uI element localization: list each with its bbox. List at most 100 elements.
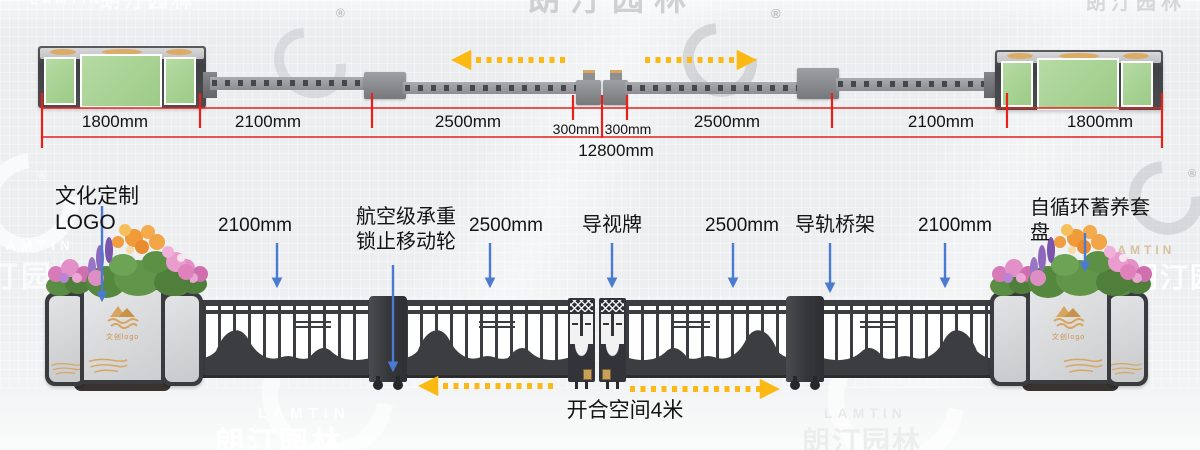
opening-space-label: 开合空间4米	[566, 399, 684, 422]
gate-hook	[572, 323, 578, 325]
lock-caster-post	[369, 296, 407, 390]
gate-panel-body	[601, 314, 624, 370]
plan-soil-patch	[1123, 53, 1149, 59]
plan-planter-connector-right	[984, 72, 998, 98]
fence-bottom-rail	[403, 362, 572, 378]
fence-mountain-silhouette	[405, 330, 570, 367]
fence-bottom-rail	[624, 362, 792, 378]
fence-second-rail	[201, 310, 375, 314]
callout-line: 航空级承重	[356, 206, 456, 228]
lattice-pattern	[570, 300, 593, 312]
gate-hook	[585, 323, 591, 325]
plan-gate-leaf-left	[576, 70, 601, 105]
gold-scroll-decoration	[1110, 363, 1142, 375]
gate-tab	[609, 70, 622, 80]
plan-planter-left	[38, 46, 206, 108]
plan-green-panel	[80, 54, 162, 108]
fence-second-rail	[403, 310, 572, 314]
gold-scroll-decoration	[88, 358, 128, 374]
rail-bridge-post	[786, 296, 824, 390]
callout-lock-wheel: 航空级承重 锁止移动轮	[356, 205, 456, 255]
plan-rail-segment	[625, 82, 800, 94]
caster-wheel	[790, 376, 800, 390]
fence-bottom-rail	[201, 362, 375, 378]
rail-hatching	[838, 81, 986, 87]
flower-cluster-large	[1028, 224, 1136, 298]
plan-dim-2500-left: 2500mm	[434, 112, 502, 131]
registered-mark-plan-left: ®	[336, 6, 345, 20]
watermark-left-en: LAMTIN	[0, 237, 75, 253]
plan-dim-2500-right: 2500mm	[693, 112, 761, 131]
plan-green-panel	[164, 57, 196, 105]
gate-mound-silhouette	[570, 344, 593, 370]
fence-mountain-silhouette	[820, 330, 990, 367]
gate-center-stripe	[611, 314, 614, 336]
plan-dim-2100-left: 2100mm	[234, 112, 302, 131]
flower-cluster-large	[86, 224, 194, 298]
plan-green-panel	[1001, 61, 1033, 107]
caster-wheel	[393, 376, 403, 390]
rail-hatching	[627, 85, 798, 91]
plan-dim-300-left: 300mm	[552, 121, 600, 137]
callout-dim-2100-right: 2100mm	[918, 215, 992, 236]
plan-dim-1800-left: 1800mm	[81, 112, 149, 131]
plan-soil-patch	[1059, 53, 1099, 59]
plan-wheel-carriage-right	[797, 68, 839, 99]
caster-wheel	[810, 376, 820, 390]
gold-scroll-decoration	[1063, 358, 1103, 374]
plan-rail-segment	[403, 82, 578, 94]
watermark-top-left-cn: 朗汀园林	[100, 0, 196, 12]
planter-logo-text: 文创logo	[105, 334, 140, 341]
fence-top-rail	[818, 300, 992, 306]
plan-soil-patch	[166, 49, 192, 55]
fence-second-rail	[624, 310, 792, 314]
flower-cluster-small	[46, 259, 92, 296]
gate-wheel-block	[602, 369, 611, 380]
rail-hatching	[212, 80, 366, 86]
lattice-pattern	[601, 300, 624, 312]
watermark-top-center-cn: 朗汀园林	[528, 0, 696, 20]
planter-logo-text: 文创logo	[1051, 334, 1086, 341]
watermark-swirl-plan-right	[667, 7, 773, 113]
planter-pod	[1106, 292, 1148, 386]
plan-dim-2100-right: 2100mm	[907, 112, 975, 131]
plan-green-panel	[1121, 61, 1153, 107]
gate-panel-left	[568, 298, 595, 389]
callout-dim-2500-right: 2500mm	[705, 215, 779, 236]
mountain-logo	[107, 306, 139, 329]
callout-line: LOGO	[55, 211, 116, 234]
fence-section-2100-left	[201, 300, 375, 378]
watermark-swirl-plan-left	[259, 13, 361, 113]
plan-dim-1800-right: 1800mm	[1066, 112, 1134, 131]
mountain-logo	[1053, 306, 1085, 329]
planter-front-panel	[1030, 290, 1107, 380]
plan-dim-300-right: 300mm	[604, 121, 652, 137]
fence-bottom-rail	[818, 362, 992, 378]
caster-wheel	[373, 376, 383, 390]
plan-dim-total: 12800mm	[578, 141, 654, 160]
plan-soil-patch	[1007, 53, 1033, 59]
callout-line: 锁止移动轮	[356, 231, 456, 253]
plan-wheel-carriage-left	[364, 72, 406, 99]
cloud-ornament	[295, 319, 331, 328]
callout-line: 文化定制	[55, 185, 139, 208]
planter-pod	[990, 292, 1032, 386]
fence-second-rail	[818, 310, 992, 314]
fence-top-rail	[624, 300, 792, 306]
gate-leg	[575, 381, 578, 389]
fence-mountain-silhouette	[626, 330, 790, 367]
gate-hook	[603, 323, 609, 325]
gate-panel-body	[570, 314, 593, 370]
fence-section-2500-right	[624, 300, 792, 378]
ground-plane	[0, 388, 1200, 450]
fence-top-rail	[403, 300, 572, 306]
pod-panel	[165, 296, 199, 382]
fence-section-2500-left	[403, 300, 572, 378]
planter-center-box-left: 文创logo	[80, 286, 165, 384]
callout-dim-2500-left: 2500mm	[469, 215, 543, 236]
plan-soil-patch	[102, 49, 142, 55]
sign-board-gate	[568, 298, 626, 389]
callout-line: 自循环蓄养套	[1030, 197, 1150, 219]
gate-wheel-block	[583, 369, 592, 380]
